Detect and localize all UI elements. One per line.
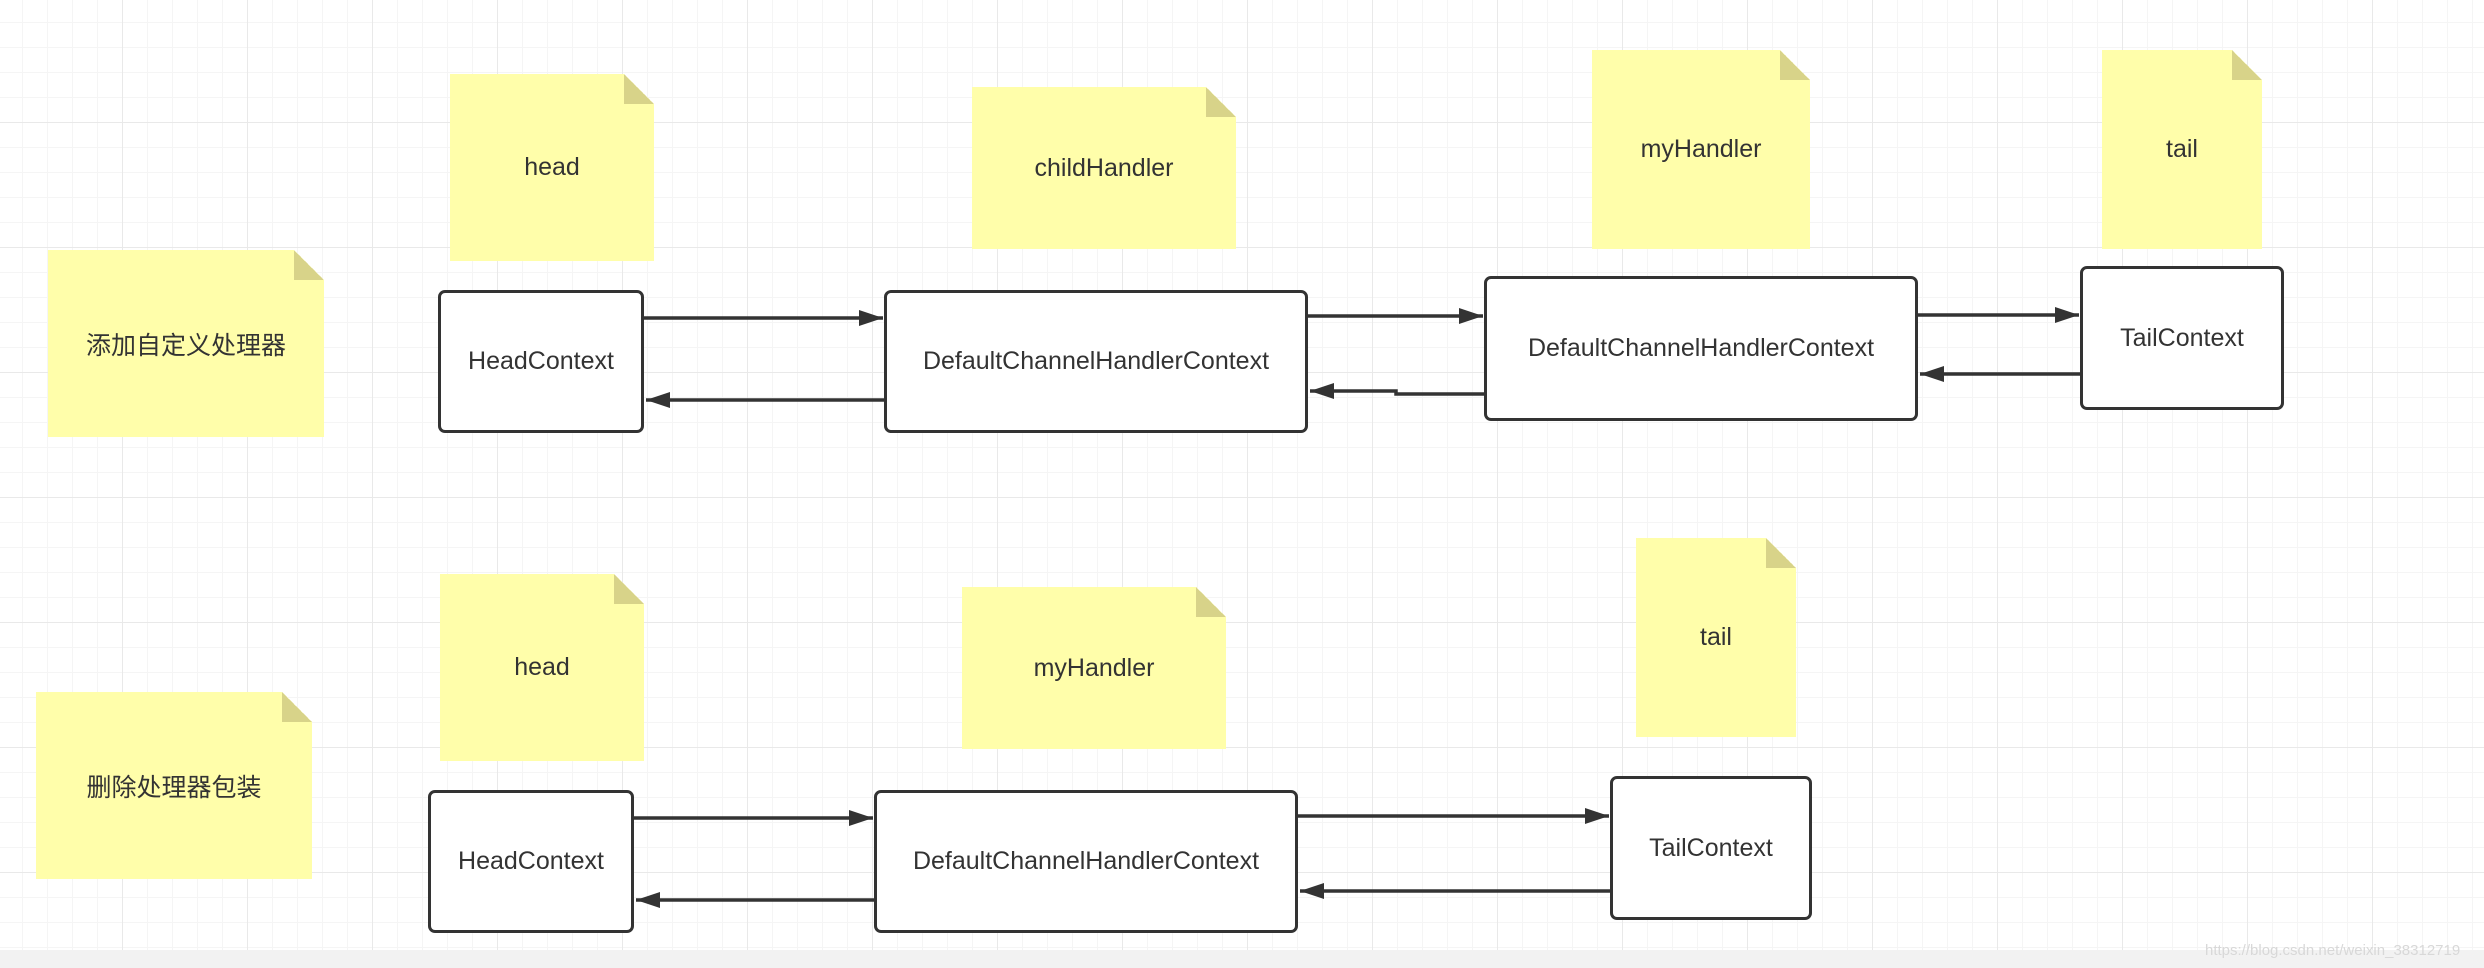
row1-childhandler-note: childHandler (972, 87, 1236, 249)
note-fold-icon (1766, 538, 1796, 568)
row1-tailcontext-box: TailContext (2080, 266, 2284, 410)
row1-childhandler-note-label: childHandler (1034, 153, 1174, 182)
row1-tailcontext-label: TailContext (2120, 323, 2244, 352)
row1-headcontext-label: HeadContext (468, 347, 614, 375)
row1-title-note: 添加自定义处理器 (48, 250, 324, 437)
note-fold-icon (2232, 50, 2262, 80)
row2-tail-note: tail (1636, 538, 1796, 737)
note-fold-icon (1196, 587, 1226, 617)
note-fold-icon (624, 74, 654, 104)
row2-title: 删除处理器包装 (86, 773, 262, 802)
row2-tailcontext-box: TailContext (1610, 776, 1812, 920)
note-fold-icon (294, 250, 324, 280)
note-fold-icon (614, 574, 644, 604)
row1-defaultcontext-2-box: DefaultChannelHandlerContext (1484, 276, 1918, 421)
row2-headcontext-box: HeadContext (428, 790, 634, 933)
row1-head-note: head (450, 74, 654, 261)
watermark: https://blog.csdn.net/weixin_38312719 (2205, 942, 2461, 959)
row1-myhandler-note-label: myHandler (1640, 135, 1762, 163)
arrow-row1-default2-to-default1 (1310, 383, 1484, 399)
row1-tail-note: tail (2102, 50, 2262, 249)
row2-myhandler-note: myHandler (962, 587, 1226, 749)
row1-tail-note-label: tail (2166, 135, 2198, 163)
row1-defaultcontext-1-label: DefaultChannelHandlerContext (922, 347, 1270, 375)
row1-defaultcontext-1-box: DefaultChannelHandlerContext (884, 290, 1308, 433)
row2-defaultcontext-box: DefaultChannelHandlerContext (874, 790, 1298, 933)
row1-title: 添加自定义处理器 (85, 331, 286, 360)
bottom-strip (0, 950, 2484, 968)
row1-defaultcontext-2-label: DefaultChannelHandlerContext (1527, 334, 1875, 362)
row2-head-note: head (440, 574, 644, 761)
note-fold-icon (1780, 50, 1810, 80)
row2-head-note-label: head (514, 653, 570, 681)
row2-tail-note-label: tail (1700, 623, 1732, 651)
row1-head-note-label: head (524, 153, 580, 181)
row2-tailcontext-label: TailContext (1649, 833, 1773, 862)
row2-defaultcontext-label: DefaultChannelHandlerContext (912, 847, 1260, 875)
row2-headcontext-label: HeadContext (458, 847, 604, 875)
row1-myhandler-note: myHandler (1592, 50, 1810, 249)
row2-myhandler-note-label: myHandler (1033, 653, 1155, 682)
row2-title-note: 删除处理器包装 (36, 692, 312, 879)
note-fold-icon (282, 692, 312, 722)
row1-headcontext-box: HeadContext (438, 290, 644, 433)
note-fold-icon (1206, 87, 1236, 117)
